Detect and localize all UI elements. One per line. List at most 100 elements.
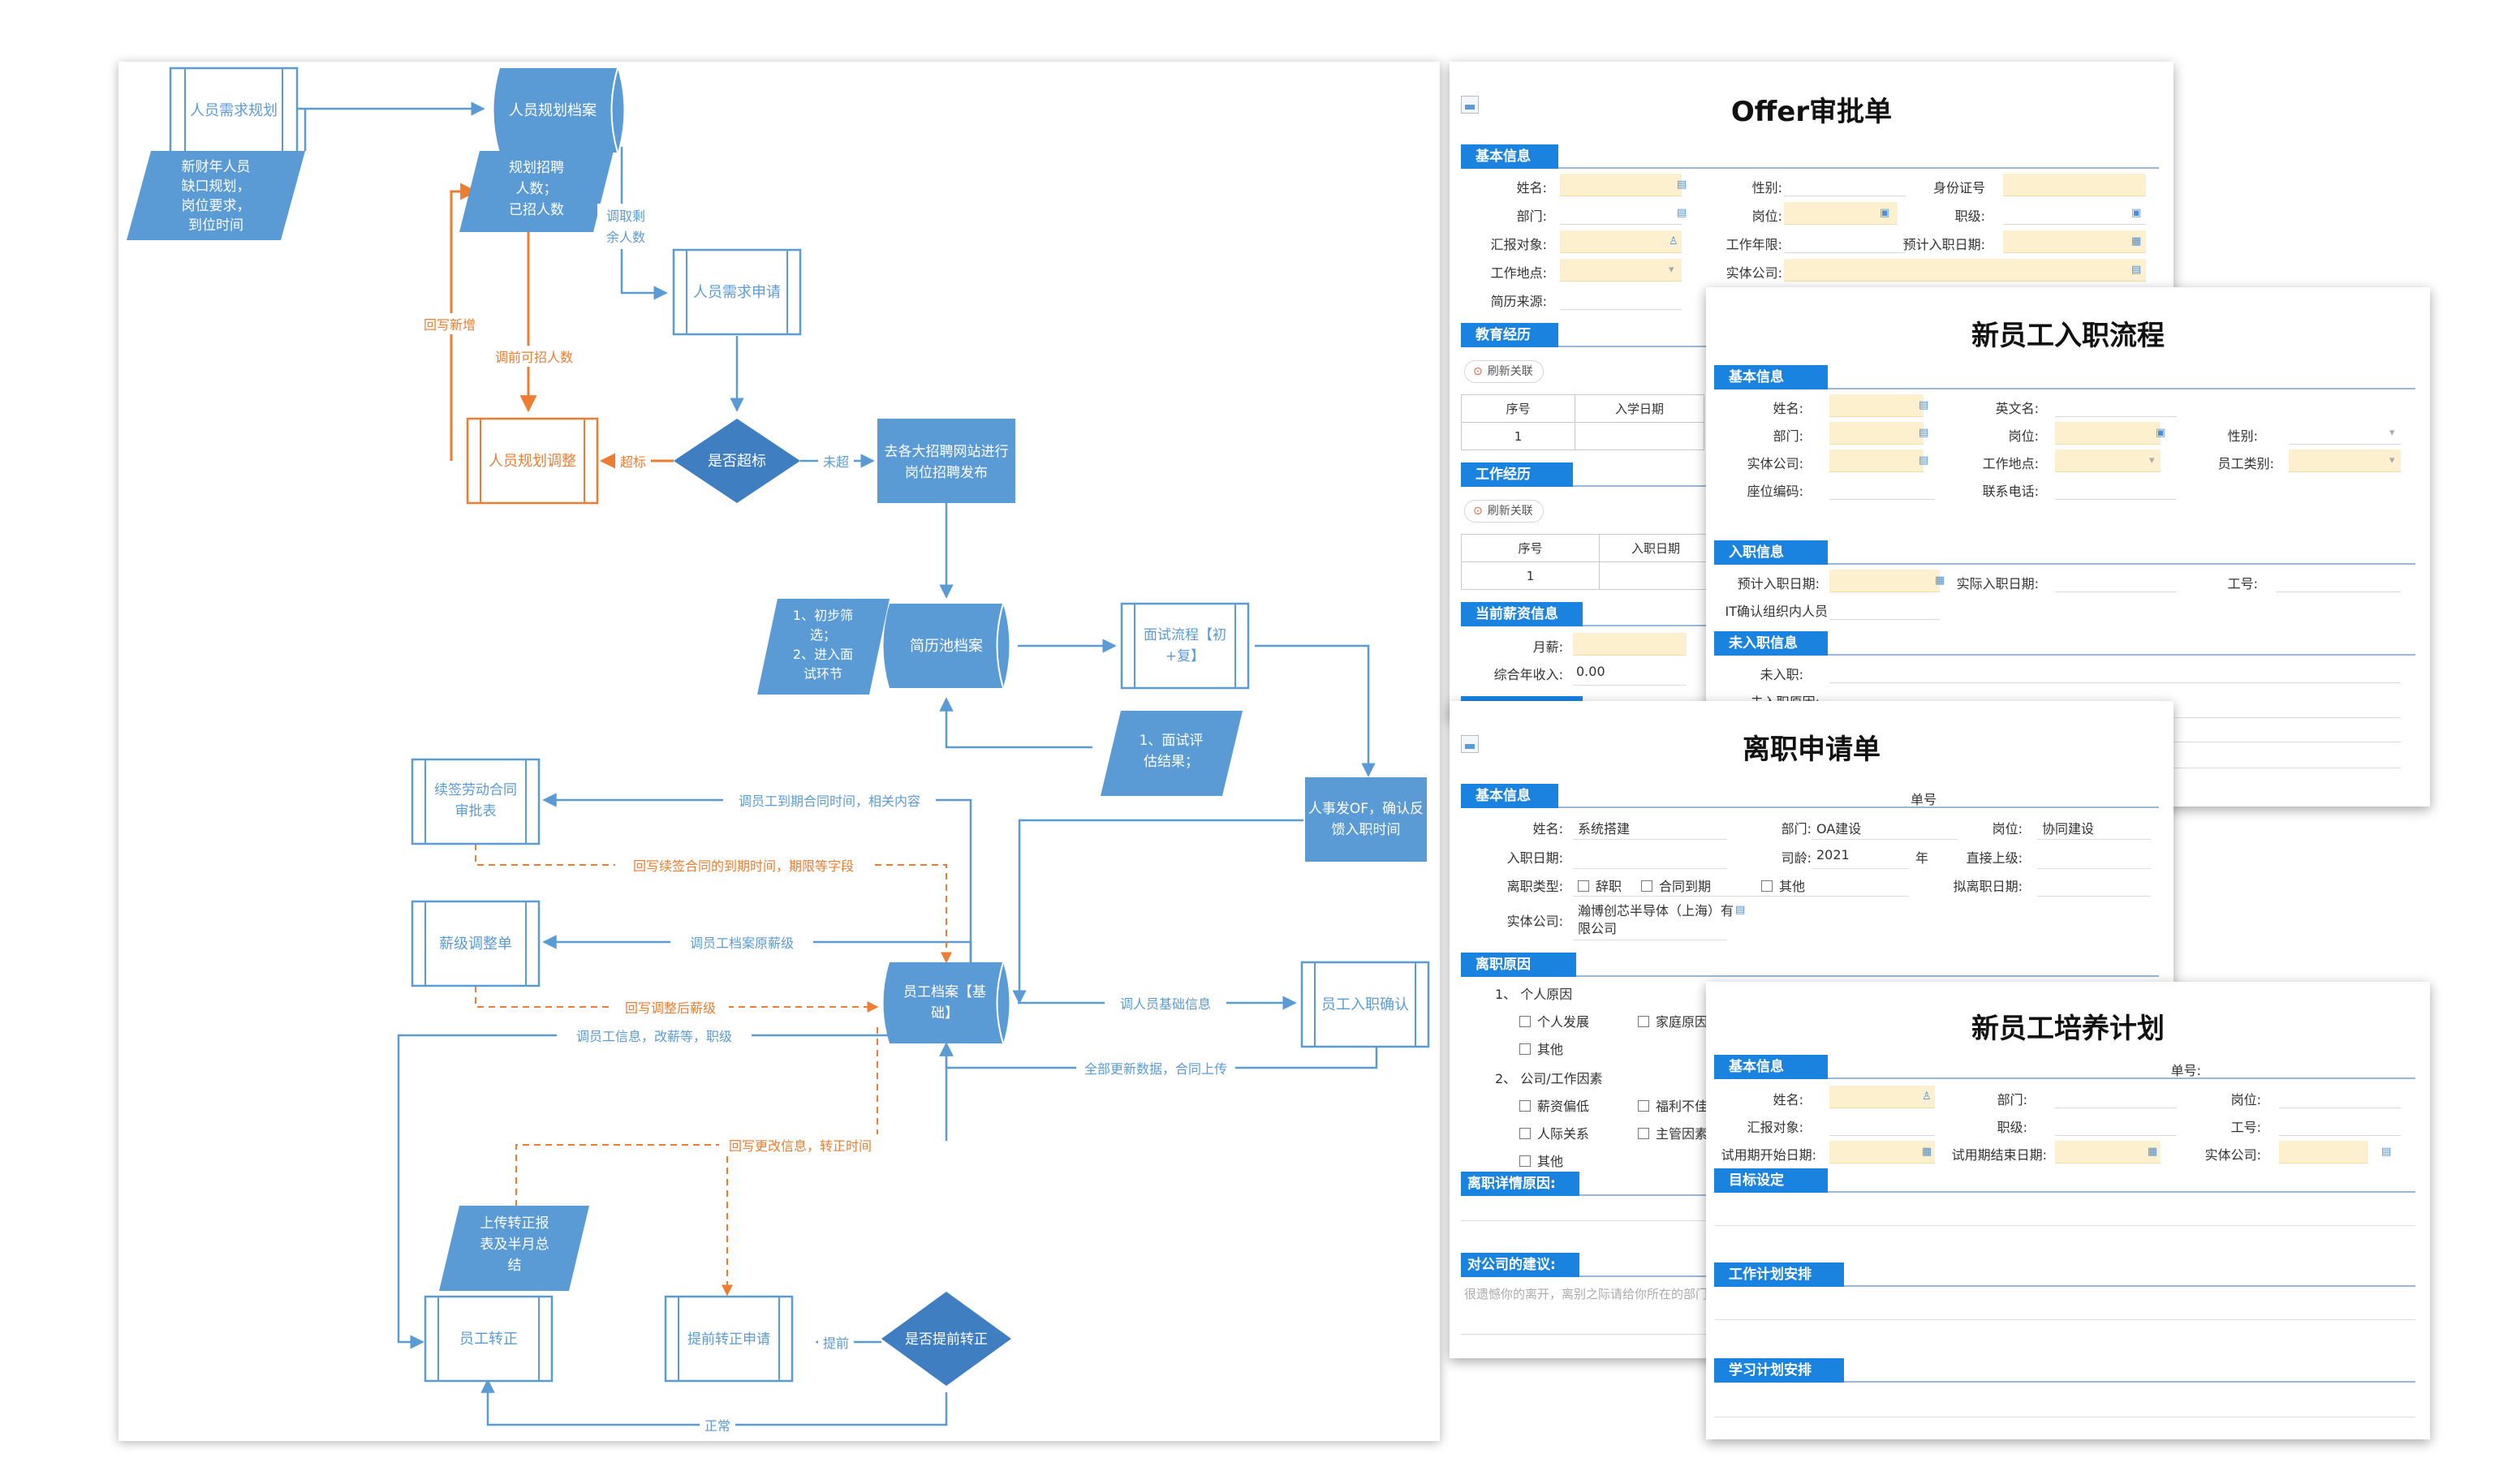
label-seniority: 司龄: bbox=[1781, 850, 1812, 866]
company-field[interactable] bbox=[1784, 259, 2146, 282]
label-level: 职级: bbox=[1954, 209, 1985, 224]
select-icon: ▣ bbox=[1880, 207, 1890, 219]
staff-no-field[interactable] bbox=[2279, 1113, 2401, 1136]
advice-placeholder[interactable]: 很遗憾你的离开，离别之际请给你所在的部门 bbox=[1464, 1287, 1708, 1301]
checkbox-poor-welfare[interactable]: 福利不佳 bbox=[1638, 1095, 1708, 1115]
node-hr-demand-apply: 人员需求申请 bbox=[672, 248, 802, 336]
monthly-salary-field[interactable] bbox=[1573, 633, 1687, 656]
node-job-posting: 去各大招聘网站进行岗位招聘发布 bbox=[877, 419, 1015, 503]
node-upload-report: 上传转正报表及半月总结 bbox=[439, 1206, 589, 1291]
table-cell[interactable] bbox=[1599, 561, 1713, 590]
node-salary-adjust: 薪级调整单 bbox=[411, 900, 541, 987]
report-to-field[interactable] bbox=[1829, 1113, 1935, 1136]
label-company: 实体公司: bbox=[1747, 456, 1803, 471]
post-field[interactable] bbox=[1784, 202, 1898, 225]
node-contract-renewal: 续签劳动合同审批表 bbox=[411, 758, 541, 845]
form-title: 新员工入职流程 bbox=[1971, 320, 2165, 352]
actual-date-field[interactable] bbox=[2055, 570, 2177, 592]
resume-source-field[interactable] bbox=[1560, 287, 1682, 310]
english-name-field[interactable] bbox=[2055, 394, 2177, 417]
section-current-salary: 当前薪资信息 bbox=[1461, 602, 1583, 626]
node-label: 薪级调整单 bbox=[439, 936, 512, 953]
department-field[interactable] bbox=[2055, 1086, 2177, 1108]
company-field[interactable] bbox=[2279, 1141, 2368, 1164]
node-label: 提前转正申请 bbox=[687, 1331, 770, 1348]
checkbox-label: 辞职 bbox=[1596, 879, 1622, 894]
department-field[interactable] bbox=[1829, 422, 1924, 445]
checkbox-family-reason[interactable]: 家庭原因 bbox=[1638, 1011, 1708, 1030]
employee-type-field[interactable] bbox=[2289, 450, 2401, 472]
level-field[interactable] bbox=[2003, 202, 2146, 225]
list-icon: ▤ bbox=[1677, 207, 1687, 219]
checkbox-personal-other[interactable]: 其他 bbox=[1519, 1039, 1563, 1058]
checkbox-label: 薪资偏低 bbox=[1537, 1099, 1590, 1114]
probation-start-field[interactable] bbox=[1829, 1141, 1935, 1164]
checkbox-supervisor[interactable]: 主管因素 bbox=[1638, 1123, 1708, 1142]
section-divider bbox=[1828, 563, 2415, 565]
company-field[interactable] bbox=[1829, 450, 1924, 472]
name-field[interactable] bbox=[1829, 394, 1924, 417]
edge-label: 调人员基础信息 bbox=[1120, 996, 1211, 1012]
section-divider bbox=[1828, 654, 2415, 656]
expected-date-field[interactable] bbox=[1829, 570, 1940, 592]
refresh-icon: ⊙ bbox=[1473, 505, 1483, 518]
name-field[interactable] bbox=[1829, 1086, 1935, 1108]
name-field[interactable] bbox=[1560, 174, 1682, 196]
label-post: 岗位: bbox=[2008, 428, 2039, 444]
node-hr-plan-archive: 人员规划档案 bbox=[493, 67, 624, 153]
level-field[interactable] bbox=[2055, 1113, 2177, 1136]
table-row[interactable]: 1 bbox=[1461, 561, 1713, 590]
staff-no-field[interactable] bbox=[2276, 570, 2401, 592]
node-label: 1、面试评估结果； bbox=[1140, 733, 1204, 770]
section-education: 教育经历 bbox=[1461, 323, 1558, 347]
checkbox-low-salary[interactable]: 薪资偏低 bbox=[1519, 1095, 1589, 1115]
field-underline bbox=[1573, 868, 1727, 869]
checkbox-label: 个人发展 bbox=[1537, 1014, 1590, 1030]
work-place-field[interactable] bbox=[1560, 259, 1682, 282]
checkbox-company-other[interactable]: 其他 bbox=[1519, 1151, 1563, 1170]
node-interview-process: 面试流程【初+复】 bbox=[1120, 602, 1250, 690]
table-cell[interactable] bbox=[1575, 422, 1704, 450]
department-field[interactable] bbox=[1560, 202, 1682, 225]
gender-field[interactable] bbox=[1784, 174, 1906, 196]
post-field[interactable] bbox=[2279, 1086, 2401, 1108]
refresh-link-button[interactable]: ⊙刷新关联 bbox=[1464, 500, 1544, 523]
calendar-icon: ▦ bbox=[2131, 235, 2142, 247]
edge-label: 提前 bbox=[823, 1336, 849, 1351]
field-underline bbox=[2037, 868, 2151, 869]
work-place-field[interactable] bbox=[2055, 450, 2161, 472]
field-underline bbox=[1573, 896, 1909, 897]
probation-end-field[interactable] bbox=[2055, 1141, 2161, 1164]
node-new-fy-gap: 新财年人员缺口规划，岗位要求，到位时间 bbox=[127, 151, 305, 240]
list-icon: ▤ bbox=[1919, 427, 1929, 439]
label-report-to: 汇报对象: bbox=[1490, 237, 1547, 252]
edge-label: 回写新增 bbox=[424, 317, 476, 333]
label-department: 部门: bbox=[1997, 1092, 2027, 1108]
label-department: 部门: bbox=[1781, 821, 1812, 837]
table-row[interactable]: 1 bbox=[1461, 422, 1704, 450]
node-label: 规划招聘人数；已招人数 bbox=[509, 160, 564, 218]
seat-code-field[interactable] bbox=[1829, 477, 1935, 500]
node-interview-result: 1、面试评估结果； bbox=[1101, 711, 1243, 796]
list-icon: ▤ bbox=[1735, 904, 1746, 916]
checkbox-contract-expire[interactable]: 合同到期 bbox=[1641, 875, 1711, 895]
id-number-field[interactable] bbox=[2003, 174, 2146, 196]
label-department: 部门: bbox=[1773, 428, 1803, 444]
refresh-link-button[interactable]: ⊙刷新关联 bbox=[1464, 360, 1544, 383]
phone-field[interactable] bbox=[2055, 477, 2177, 500]
expected-date-field[interactable] bbox=[2003, 230, 2146, 253]
checkbox-resign[interactable]: 辞职 bbox=[1578, 875, 1622, 895]
label-gender: 性别: bbox=[1751, 180, 1782, 196]
checkbox-relationship[interactable]: 人际关系 bbox=[1519, 1123, 1589, 1142]
work-years-field[interactable] bbox=[1784, 230, 1906, 253]
checkbox-personal-development[interactable]: 个人发展 bbox=[1519, 1011, 1589, 1030]
chevron-down-icon: ▾ bbox=[2389, 454, 2395, 467]
it-confirm-field[interactable] bbox=[1829, 597, 1940, 620]
section-divider bbox=[1844, 1285, 2415, 1287]
gender-field[interactable] bbox=[2289, 422, 2401, 445]
post-field[interactable] bbox=[2055, 422, 2161, 445]
checkbox-other[interactable]: 其他 bbox=[1761, 875, 1805, 895]
not-onboarded-field[interactable] bbox=[1829, 660, 2401, 683]
report-to-field[interactable] bbox=[1560, 230, 1682, 253]
section-entry-info: 入职信息 bbox=[1714, 540, 1828, 565]
